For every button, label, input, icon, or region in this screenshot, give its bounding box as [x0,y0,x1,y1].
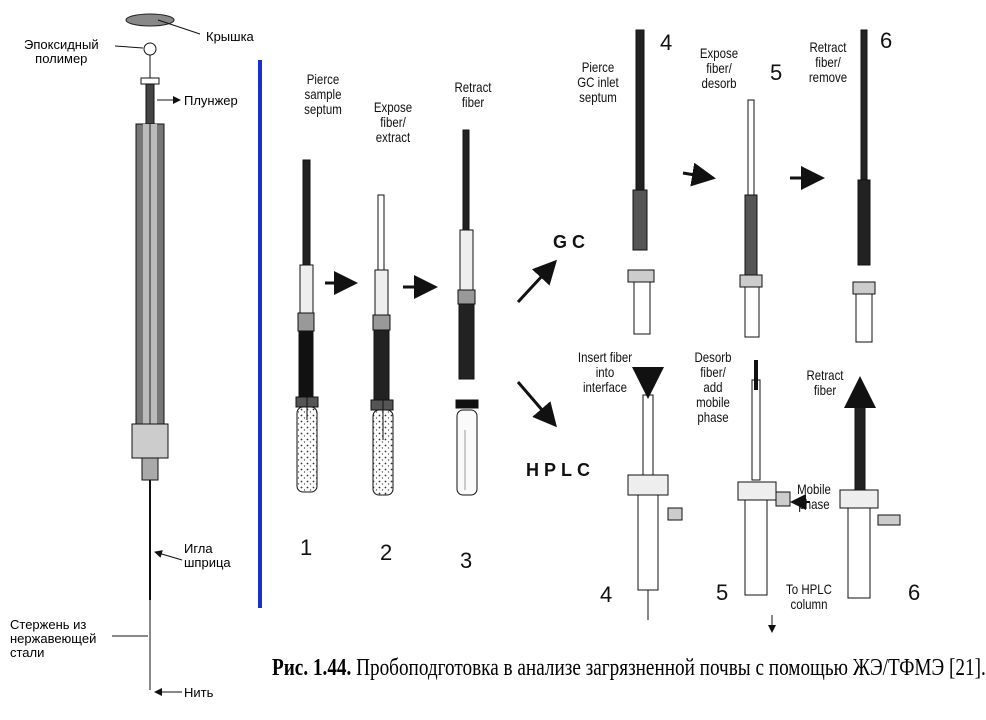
plunger-shape [145,83,155,125]
needle-label: Игла шприца [184,541,231,570]
hplc-step-4-label: Insert fiber into interface [577,349,633,395]
gc-device-5 [739,99,763,338]
extraction-device-1 [295,159,319,493]
gc-step-5-label: Expose fiber/ desorb [699,45,739,91]
rod-label: Стержень из нержавеющей стали [10,617,97,660]
step-number-2: 2 [380,540,393,565]
caption-number: Рис. 1.44. [272,655,352,681]
hplc-number-5: 5 [716,580,729,605]
diagram-drawing [112,13,901,696]
step-2-label: Expose fiber/ extract [373,99,413,145]
gc-device-6 [852,29,876,343]
hplc-step-5-label: Desorb fiber/ add mobile phase [694,349,732,425]
hplc-device-4 [627,367,683,620]
to-column-label: To HPLC column [786,581,832,612]
gc-step-4-label: Pierce GC inlet septum [577,59,619,105]
figure-caption: Рис. 1.44. Пробоподготовка в анализе заг… [272,655,986,682]
gc-device-4 [627,29,655,335]
step-1-label: Pierce sample septum [304,71,342,117]
step-3-label: Retract fiber [454,79,492,110]
plunger-label: Плунжер [184,93,238,108]
gc-number-6: 6 [880,28,893,53]
cap-shape [125,13,175,27]
figure: Крышка Эпоксидный полимер Плунжер Игла ш… [10,13,986,700]
gc-number-5: 5 [770,60,783,85]
hplc-device-5 [737,360,810,633]
caption-text: Пробоподготовка в анализе загрязненной п… [356,655,986,681]
hplc-number-6: 6 [908,580,921,605]
mobile-phase-label: Mobile phase [797,481,831,512]
gc-step-6-label: Retract fiber/ remove [808,39,848,85]
epoxy-shape [143,42,157,56]
hplc-step-6-label: Retract fiber [806,367,844,398]
hplc-device-6 [839,376,901,599]
step-number-1: 1 [300,535,313,560]
hplc-route-label: HPLC [526,460,595,480]
gc-route-label: GC [553,232,590,252]
hub-shape [131,423,169,459]
epoxy-label: Эпоксидный полимер [24,37,99,66]
step-number-3: 3 [460,548,473,573]
step-arrows [325,162,825,428]
cap-label: Крышка [206,29,254,44]
gc-number-4: 4 [660,30,673,55]
fiber-label: Нить [184,685,214,700]
syringe-device [112,13,201,696]
extraction-device-3 [455,129,479,496]
hplc-number-4: 4 [600,582,613,607]
extraction-device-2 [370,194,394,496]
